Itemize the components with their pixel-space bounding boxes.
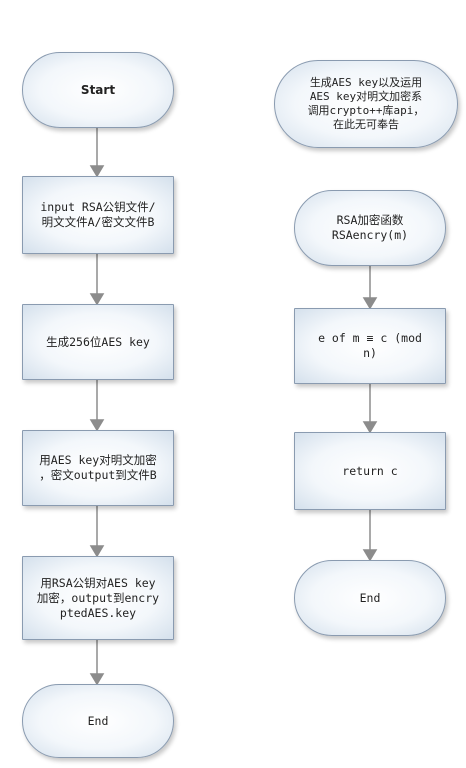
return-label: return c xyxy=(342,463,398,478)
arrowhead xyxy=(89,165,105,178)
end-terminal: End xyxy=(22,684,174,758)
arrowhead xyxy=(362,297,378,310)
right-end-label: End xyxy=(359,590,381,605)
modular-formula-step: e of m ≡ c (mod n) xyxy=(294,308,446,384)
note-label: 生成AES key以及运用 AES key对明文加密系 调用crypto++库a… xyxy=(307,76,425,131)
generate-aes-key-label: 生成256位AES key xyxy=(46,334,150,349)
encrypt-plaintext-step: 用AES key对明文加密 ，密文output到文件B xyxy=(22,430,174,506)
encrypt-plaintext-label: 用AES key对明文加密 ，密文output到文件B xyxy=(39,453,157,482)
arrowhead xyxy=(89,293,105,306)
start-terminal: Start xyxy=(22,52,174,128)
note-callout: 生成AES key以及运用 AES key对明文加密系 调用crypto++库a… xyxy=(274,60,458,148)
right-end-terminal: End xyxy=(294,560,446,636)
arrowhead xyxy=(89,673,105,686)
rsa-encrypt-key-label: 用RSA公钥对AES key 加密，output到encry ptedAES.k… xyxy=(36,575,160,620)
rsa-function-label: RSA加密函数 RSAencry(m) xyxy=(331,213,409,242)
rsa-function-terminal: RSA加密函数 RSAencry(m) xyxy=(294,190,446,266)
end-label: End xyxy=(87,713,109,728)
return-step: return c xyxy=(294,432,446,510)
arrowhead xyxy=(89,419,105,432)
rsa-encrypt-key-step: 用RSA公钥对AES key 加密，output到encry ptedAES.k… xyxy=(22,556,174,640)
modular-formula-label: e of m ≡ c (mod n) xyxy=(318,331,422,360)
input-files-label: input RSA公钥文件/ 明文文件A/密文文件B xyxy=(40,200,156,229)
arrowhead xyxy=(362,549,378,562)
generate-aes-key-step: 生成256位AES key xyxy=(22,304,174,380)
arrowhead xyxy=(362,421,378,434)
arrowhead xyxy=(89,545,105,558)
input-files-step: input RSA公钥文件/ 明文文件A/密文文件B xyxy=(22,176,174,254)
start-label: Start xyxy=(80,83,116,97)
